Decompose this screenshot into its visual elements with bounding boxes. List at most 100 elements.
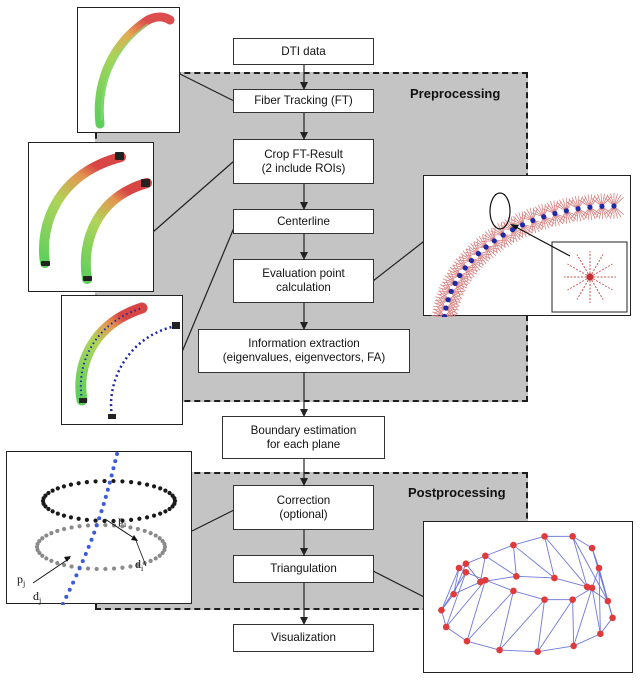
mesh-node (510, 587, 517, 595)
mesh-edge (513, 535, 545, 546)
mesh-edge (572, 599, 575, 646)
evaluation-point (468, 257, 475, 264)
star-ray (589, 276, 613, 291)
boundary-point-upper (68, 482, 74, 487)
centerline-point (71, 580, 76, 585)
evaluation-point (443, 305, 449, 311)
boundary-point-lower (94, 566, 99, 572)
boundary-point-lower (135, 562, 141, 568)
boundary-point-upper (144, 515, 150, 520)
leader-ft (179, 73, 235, 102)
centerline-point (89, 537, 94, 542)
boundary-point-upper (68, 515, 74, 520)
mesh-edge (513, 544, 555, 579)
boundary-point-lower (85, 523, 91, 528)
fiber-bundle-right (80, 178, 152, 284)
centerline-point (80, 559, 85, 564)
boundary-point-lower (128, 525, 133, 530)
evaluation-point (441, 313, 448, 317)
mesh-edge (598, 567, 601, 634)
mesh-edge (573, 633, 601, 647)
boundary-point-upper (84, 480, 89, 485)
boundary-point-lower (162, 541, 167, 547)
mesh-node (569, 596, 576, 603)
boundary-point-upper (43, 493, 48, 498)
mesh-edge (591, 547, 614, 618)
centerline-point (111, 466, 116, 471)
mesh-edge (466, 640, 500, 651)
boundary-point-upper (55, 486, 60, 491)
boundary-point-upper (61, 484, 67, 489)
mesh-node (510, 541, 517, 549)
vector-dj-head (64, 556, 71, 562)
boundary-point-lower (61, 526, 67, 532)
mesh-node (541, 596, 548, 603)
mesh-node (588, 544, 596, 552)
mesh-edge (479, 555, 486, 583)
fiber-bundle (75, 302, 148, 406)
boundary-point-lower (103, 522, 108, 528)
fiber-bundle (94, 12, 175, 129)
boundary-point-upper (129, 480, 134, 485)
cropped-fibers-image (28, 142, 154, 292)
boundary-point-lower (49, 558, 54, 563)
centerline-curve (109, 324, 177, 417)
mesh-edge (499, 649, 538, 653)
visualization-box: Visualization (233, 624, 374, 652)
boundary-point-lower (157, 536, 162, 541)
boundary-point-upper (163, 488, 168, 493)
centerline-point (109, 473, 114, 478)
mesh-node (455, 564, 463, 572)
mesh-edge (572, 535, 593, 549)
evaluation-points-image (423, 175, 631, 317)
boundary-point-lower (103, 566, 108, 572)
fiber-tract-image (77, 7, 180, 133)
centerline-point (103, 494, 108, 499)
boundary-point-upper (46, 490, 51, 496)
mesh-edge (445, 626, 468, 642)
boundary-point-upper (50, 509, 55, 514)
mesh-edge (512, 544, 517, 577)
centerline-image (61, 295, 183, 425)
boundary-point-lower (40, 553, 45, 558)
boundary-point-lower (148, 531, 153, 536)
centerline-point (101, 502, 106, 506)
centerline-point (60, 602, 65, 605)
mesh-edge (466, 580, 486, 642)
boundary-point-upper (158, 486, 163, 491)
boundary-point-upper (111, 478, 116, 484)
star-ray (589, 276, 604, 300)
leader-crop (152, 160, 235, 233)
mesh-node (450, 590, 457, 598)
boundary-point-lower (135, 526, 141, 532)
boundary-point-upper (55, 511, 60, 516)
mesh-edge (513, 590, 545, 601)
evaluation-point (448, 288, 454, 295)
roi-marker (108, 414, 116, 419)
preprocessing-label: Preprocessing (410, 86, 501, 101)
centerline-point (92, 530, 97, 535)
centerline-point (97, 516, 102, 521)
centerline-point (74, 573, 79, 578)
boundary-point-upper (151, 484, 157, 489)
mesh-node (462, 560, 470, 567)
boundary-point-lower (120, 524, 125, 529)
mesh-edge (445, 579, 486, 628)
boundary-point-lower (148, 558, 153, 563)
boundary-point-lower (128, 564, 133, 569)
star-ray (589, 263, 613, 278)
boundary-point-lower (44, 556, 49, 561)
mesh-node (534, 648, 541, 656)
boundary-point-lower (153, 556, 158, 561)
triangulation-box: Triangulation (233, 555, 374, 583)
mesh-edge (453, 567, 460, 595)
centerline-point (94, 523, 99, 528)
label-pi: pi (118, 513, 127, 529)
roi-marker (41, 261, 50, 266)
roi-marker (172, 322, 180, 329)
mesh-node (442, 623, 450, 631)
fiber-bundle-left (39, 152, 126, 268)
mesh-edge (465, 563, 481, 583)
mesh-edge (485, 544, 514, 557)
